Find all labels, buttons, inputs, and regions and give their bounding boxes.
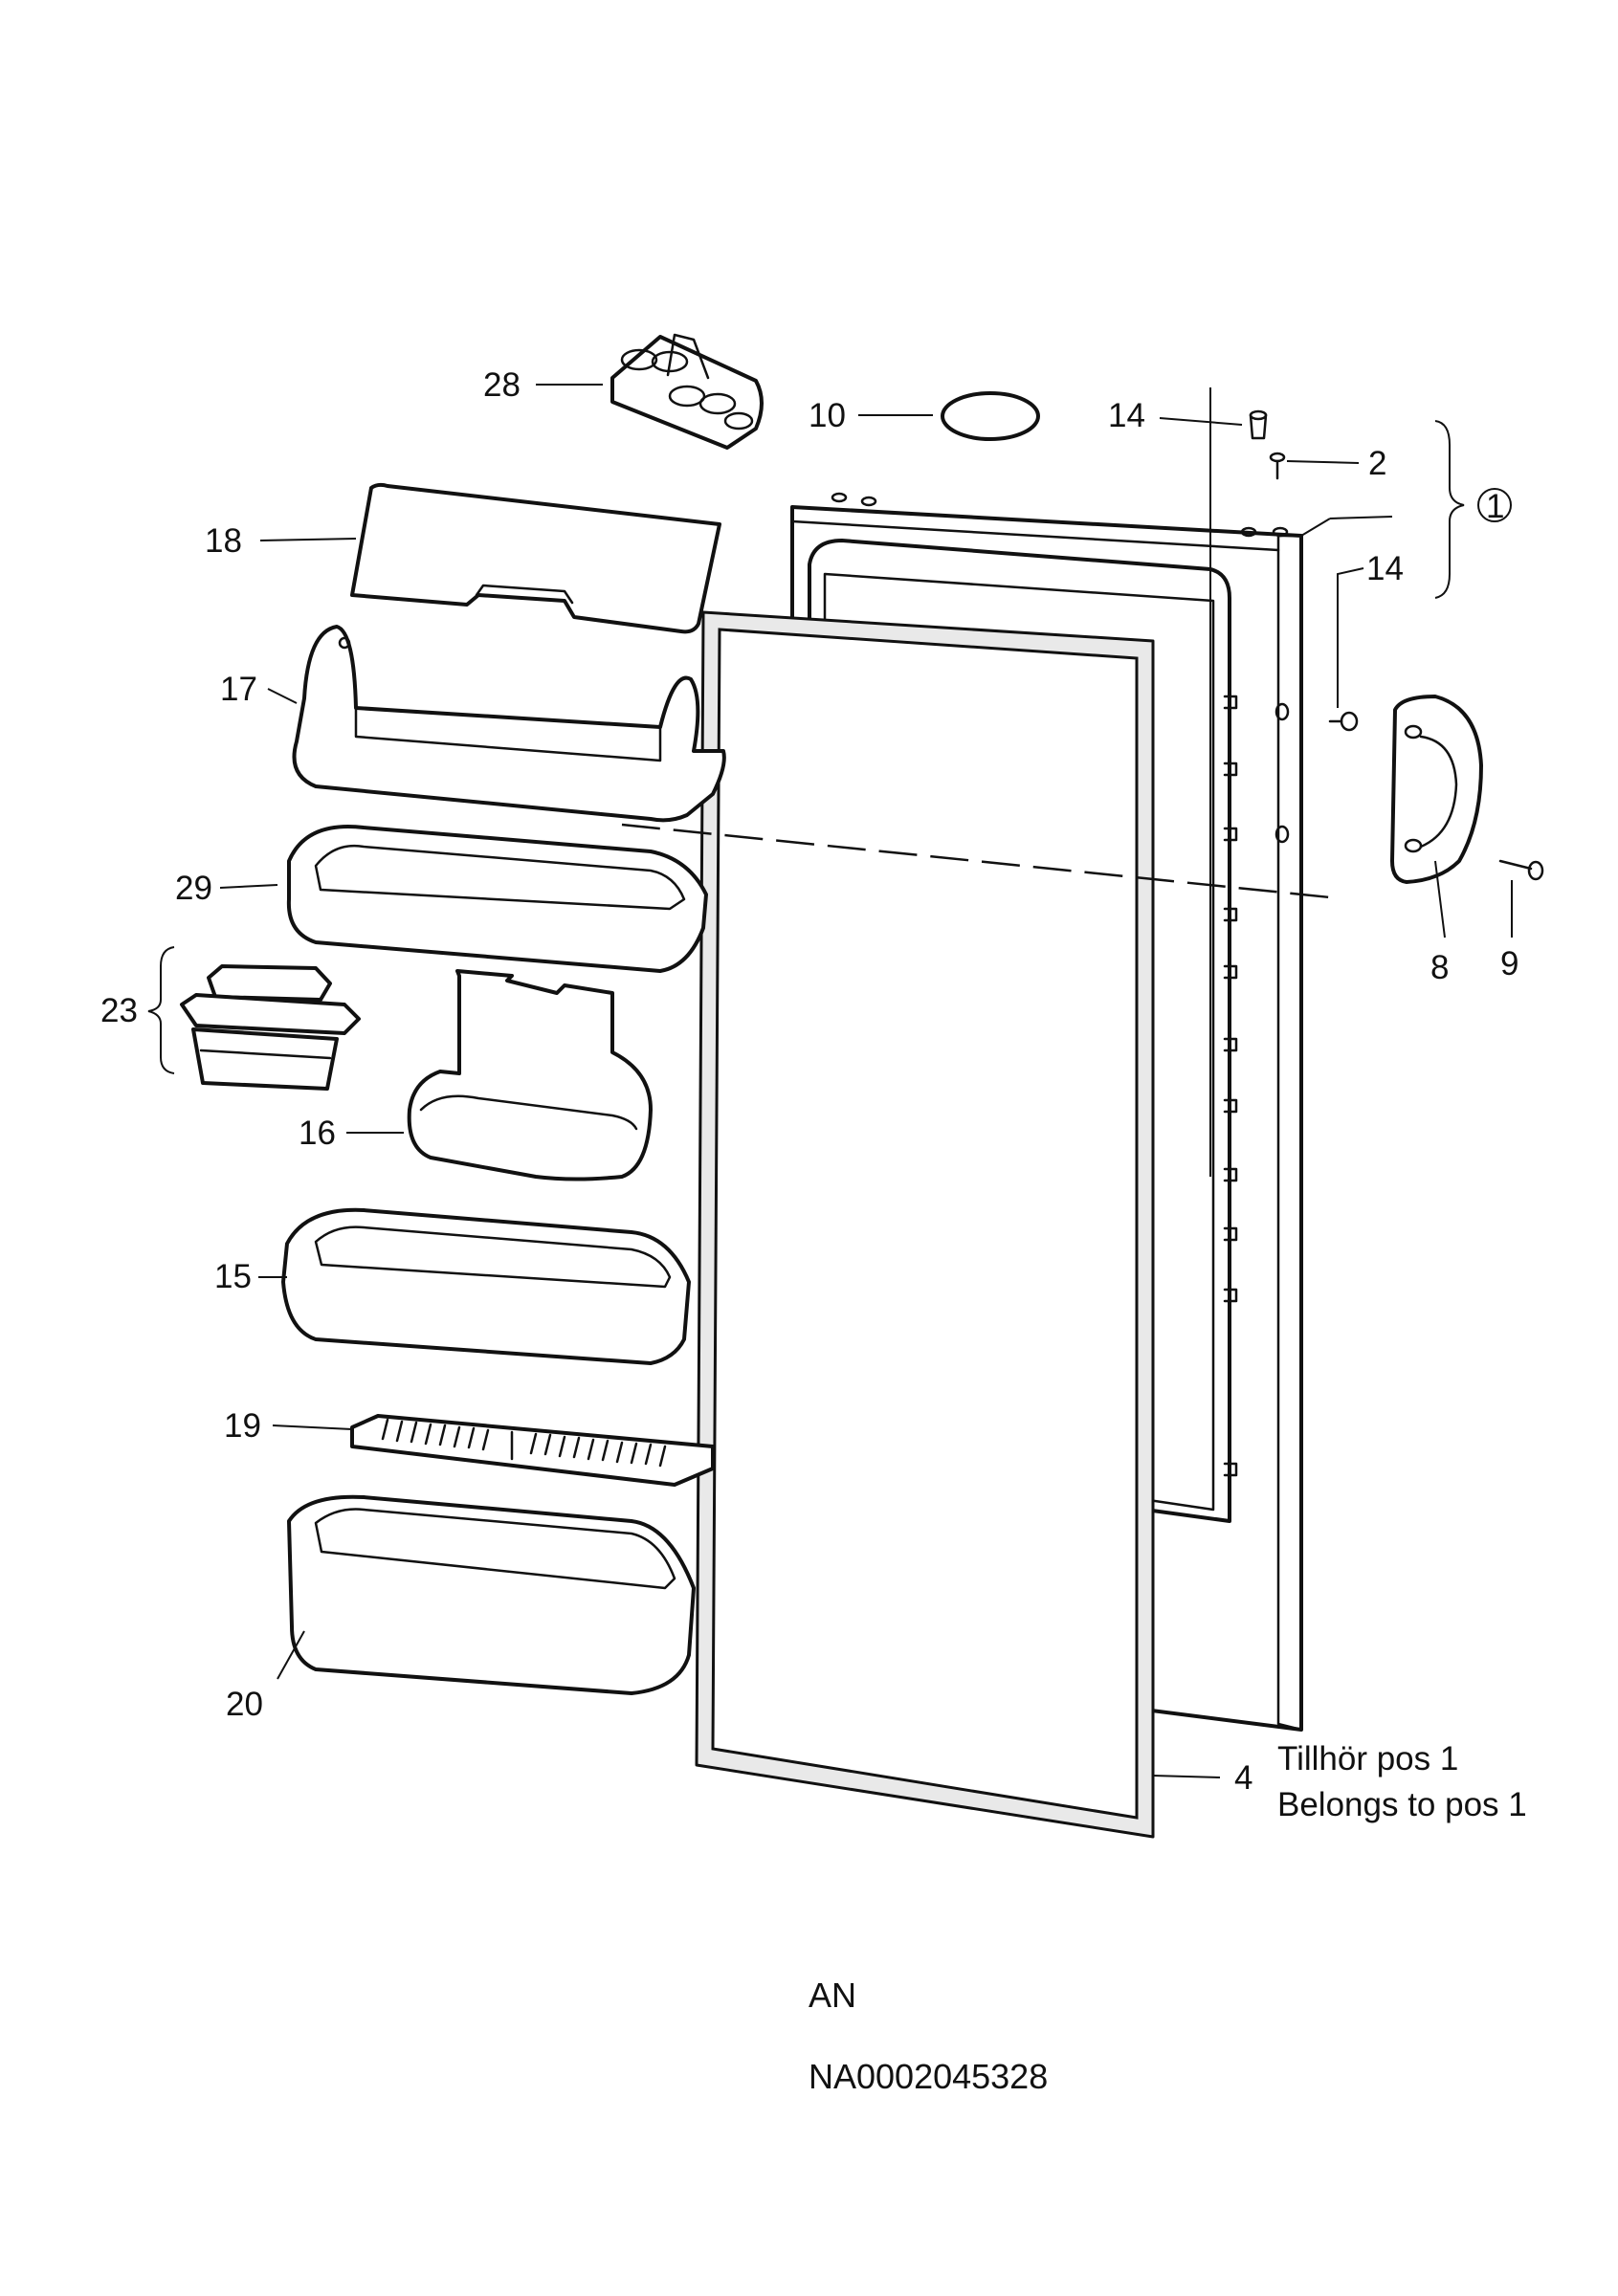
label-19: 19 <box>224 1407 261 1445</box>
door-pin <box>1328 711 1359 732</box>
part-labels: 28 10 14 2 1 14 18 17 29 23 16 15 19 20 … <box>100 366 1527 1823</box>
label-17: 17 <box>220 671 257 708</box>
hinge-pin-top <box>1249 409 1268 440</box>
door-gasket <box>695 610 1155 1839</box>
group-1-circle <box>1477 488 1512 522</box>
label-23: 23 <box>100 992 138 1029</box>
brace-23 <box>147 946 175 1074</box>
note-line-1: Tillhör pos 1 <box>1277 1740 1458 1777</box>
label-4: 4 <box>1234 1759 1252 1797</box>
handle-screw <box>1498 859 1544 881</box>
door-shelf-20 <box>287 1494 696 1695</box>
label-1: 1 <box>1486 488 1504 525</box>
top-shelf-cover <box>350 482 721 634</box>
door-handle <box>1390 695 1483 884</box>
label-20: 20 <box>226 1686 263 1723</box>
leader-lines <box>219 384 1513 1778</box>
butter-dish <box>180 964 361 1091</box>
label-14b: 14 <box>1366 550 1404 587</box>
door-shelf-29 <box>286 825 708 973</box>
label-2: 2 <box>1368 445 1386 482</box>
door-shelf-16 <box>407 969 653 1181</box>
grid-rack <box>350 1414 715 1487</box>
label-14a: 14 <box>1108 397 1145 434</box>
model-code: AN <box>809 1976 856 2015</box>
door-shelf-17 <box>292 625 726 823</box>
oval-badge <box>941 391 1040 441</box>
label-16: 16 <box>299 1115 336 1152</box>
label-10: 10 <box>809 397 846 434</box>
label-8: 8 <box>1430 949 1449 986</box>
label-18: 18 <box>205 522 242 560</box>
egg-tray <box>610 333 764 450</box>
door-shelf-15 <box>281 1207 691 1365</box>
brace-1 <box>1434 420 1465 599</box>
handle-axis-line <box>621 823 1331 899</box>
label-15: 15 <box>214 1258 252 1295</box>
label-9: 9 <box>1500 945 1518 982</box>
label-28: 28 <box>483 366 521 404</box>
drawing-number: NA0002045328 <box>809 2057 1048 2096</box>
hinge-screw <box>1269 452 1286 480</box>
label-29: 29 <box>175 870 212 907</box>
note-line-2: Belongs to pos 1 <box>1277 1786 1527 1823</box>
